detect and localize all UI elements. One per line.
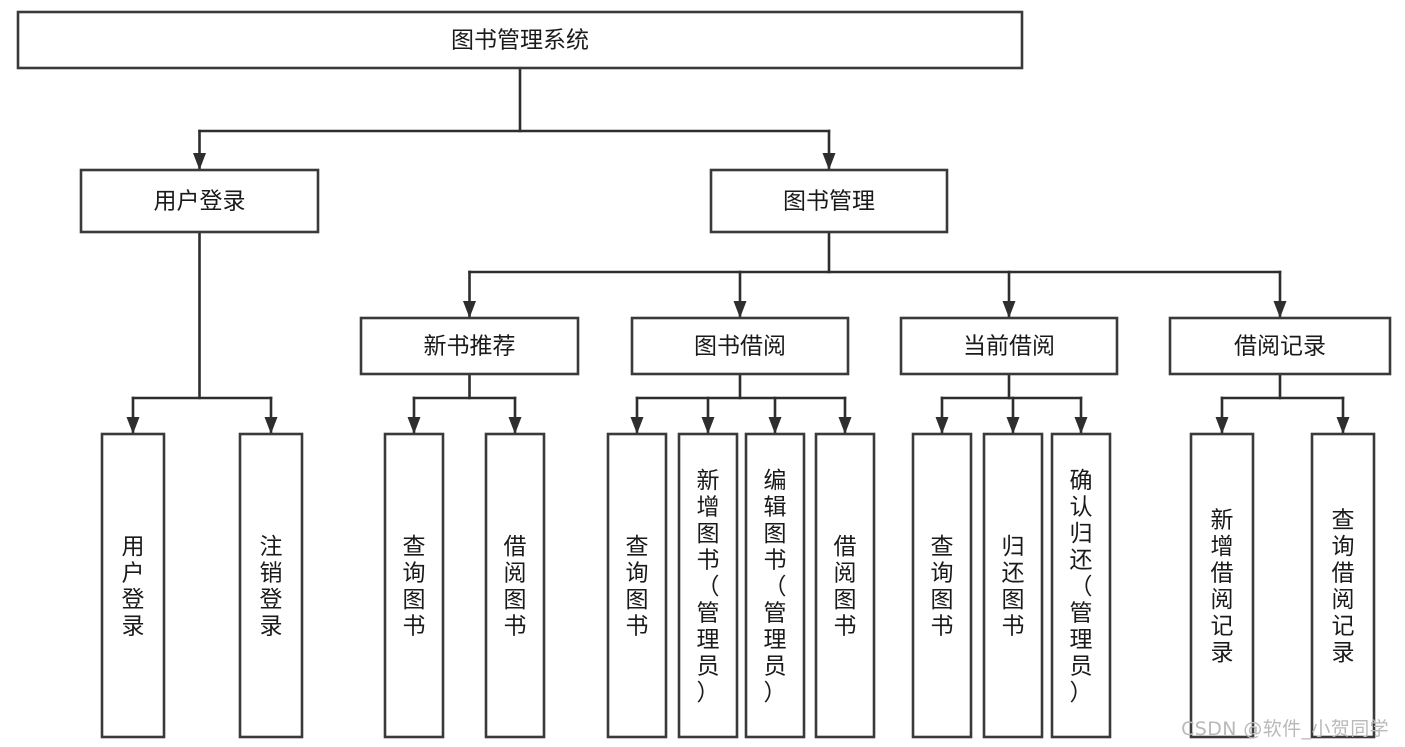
- node-label-nb-query: 查询图书: [403, 534, 426, 640]
- node-label-leaf-logout: 注销登录: [260, 534, 283, 640]
- connector-group-borrow-record: [1215, 372, 1350, 436]
- node-box-nb-query[interactable]: [383, 432, 445, 739]
- connector-lines: [126, 66, 1350, 436]
- node-label-current-borrow: 当前借阅: [963, 334, 1055, 360]
- node-label-cb-confirm: 确认归还（管理员）: [1070, 468, 1093, 706]
- node-label-br-query: 查询借阅记录: [1332, 508, 1355, 667]
- node-bb-query[interactable]: 查询图书: [606, 432, 668, 739]
- node-label-user-login: 用户登录: [154, 189, 246, 215]
- connector-group-current-borrow: [935, 372, 1088, 436]
- node-box-cb-query[interactable]: [911, 432, 973, 739]
- connector-group-book-manage: [463, 230, 1287, 320]
- node-box-book-manage[interactable]: [709, 168, 949, 234]
- node-label-bb-borrow: 借阅图书: [834, 534, 857, 640]
- node-bb-edit[interactable]: 编辑图书（管理员）: [744, 432, 806, 739]
- node-nb-borrow[interactable]: 借阅图书: [484, 432, 546, 739]
- node-nb-query[interactable]: 查询图书: [383, 432, 445, 739]
- node-bb-borrow[interactable]: 借阅图书: [814, 432, 876, 739]
- node-box-bb-query[interactable]: [606, 432, 668, 739]
- node-label-book-borrow: 图书借阅: [694, 334, 786, 360]
- node-box-cb-confirm[interactable]: [1050, 432, 1112, 739]
- node-label-borrow-record: 借阅记录: [1234, 334, 1326, 360]
- node-book-manage[interactable]: 图书管理: [709, 168, 949, 234]
- node-leaf-logout[interactable]: 注销登录: [238, 432, 304, 739]
- node-label-cb-query: 查询图书: [931, 534, 954, 640]
- node-leaf-user-login[interactable]: 用户登录: [100, 432, 166, 739]
- node-label-bb-query: 查询图书: [626, 534, 649, 640]
- connector-group-book-borrow: [630, 372, 852, 436]
- node-box-br-query[interactable]: [1310, 432, 1376, 739]
- connector-group-user-login: [126, 230, 278, 436]
- node-box-bb-edit[interactable]: [744, 432, 806, 739]
- node-box-current-borrow[interactable]: [899, 316, 1119, 376]
- node-box-leaf-user-login[interactable]: [100, 432, 166, 739]
- node-new-book-rec[interactable]: 新书推荐: [359, 316, 580, 376]
- node-label-new-book-rec: 新书推荐: [424, 334, 516, 360]
- node-box-borrow-record[interactable]: [1168, 316, 1392, 376]
- node-bb-add[interactable]: 新增图书（管理员）: [677, 432, 739, 739]
- node-cb-confirm[interactable]: 确认归还（管理员）: [1050, 432, 1112, 739]
- node-box-bb-add[interactable]: [677, 432, 739, 739]
- node-label-nb-borrow: 借阅图书: [504, 534, 527, 640]
- node-label-book-manage: 图书管理: [783, 189, 875, 215]
- node-box-nb-borrow[interactable]: [484, 432, 546, 739]
- node-cb-return[interactable]: 归还图书: [982, 432, 1044, 739]
- node-cb-query[interactable]: 查询图书: [911, 432, 973, 739]
- node-label-root: 图书管理系统: [451, 28, 589, 54]
- node-label-bb-add: 新增图书（管理员）: [697, 468, 720, 706]
- node-br-query[interactable]: 查询借阅记录: [1310, 432, 1376, 739]
- node-box-bb-borrow[interactable]: [814, 432, 876, 739]
- node-label-leaf-user-login: 用户登录: [122, 534, 145, 640]
- node-br-add[interactable]: 新增借阅记录: [1189, 432, 1255, 739]
- node-book-borrow[interactable]: 图书借阅: [630, 316, 850, 376]
- connector-group-root: [193, 66, 836, 172]
- node-boxes: 图书管理系统用户登录图书管理新书推荐图书借阅当前借阅借阅记录用户登录注销登录查询…: [16, 10, 1392, 739]
- node-box-cb-return[interactable]: [982, 432, 1044, 739]
- connector-group-new-book-rec: [407, 372, 522, 436]
- node-root[interactable]: 图书管理系统: [16, 10, 1024, 70]
- node-current-borrow[interactable]: 当前借阅: [899, 316, 1119, 376]
- node-box-user-login[interactable]: [79, 168, 320, 234]
- node-user-login[interactable]: 用户登录: [79, 168, 320, 234]
- node-box-root[interactable]: [16, 10, 1024, 70]
- node-borrow-record[interactable]: 借阅记录: [1168, 316, 1392, 376]
- node-box-leaf-logout[interactable]: [238, 432, 304, 739]
- node-box-br-add[interactable]: [1189, 432, 1255, 739]
- node-box-new-book-rec[interactable]: [359, 316, 580, 376]
- node-box-book-borrow[interactable]: [630, 316, 850, 376]
- node-label-cb-return: 归还图书: [1002, 534, 1025, 640]
- node-label-bb-edit: 编辑图书（管理员）: [764, 468, 787, 706]
- node-label-br-add: 新增借阅记录: [1211, 508, 1234, 667]
